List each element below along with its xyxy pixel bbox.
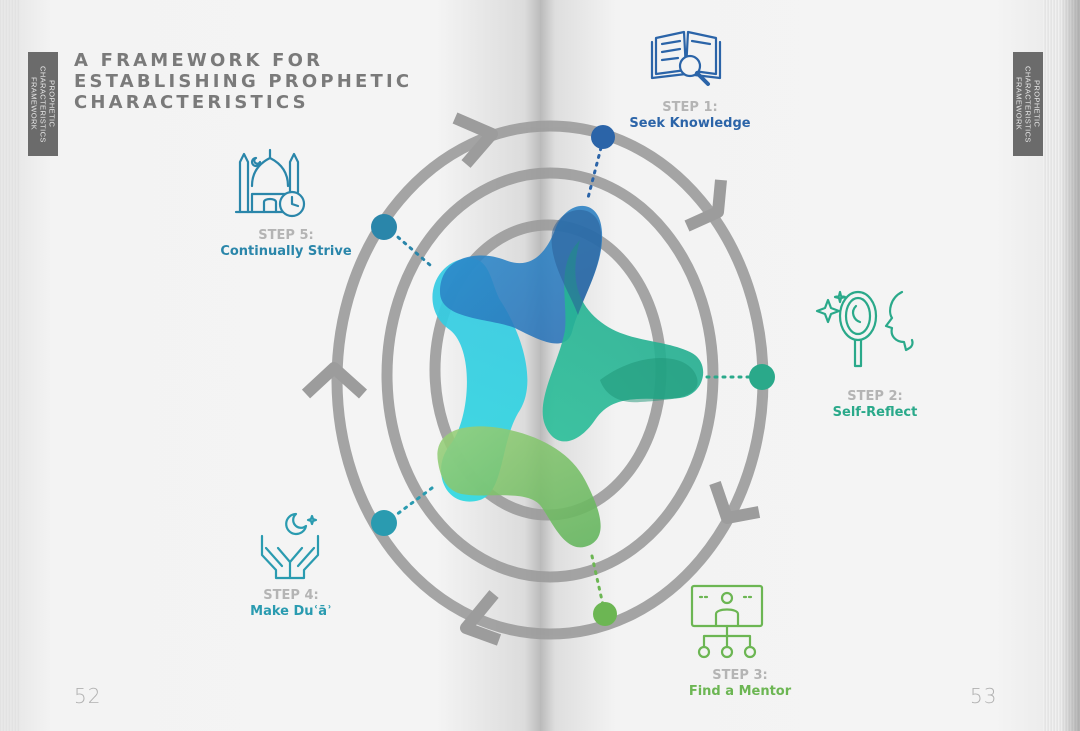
page-edges-right — [1043, 0, 1080, 731]
arrow-bottom — [460, 590, 502, 646]
star-overlap-dark — [551, 209, 602, 315]
side-tab-right-text: PROPHETIC CHARACTERISTICS FRAMEWORK — [1014, 65, 1042, 143]
connector-step-1 — [586, 138, 605, 200]
step-5-number: STEP 5: — [258, 228, 314, 243]
page-edges-left — [0, 0, 22, 731]
arrow-top-right — [684, 179, 727, 232]
step-4-number: STEP 4: — [263, 588, 319, 603]
step-4-name: Make Duʿāʾ — [250, 604, 332, 619]
side-tab-left-text: PROPHETIC CHARACTERISTICS FRAMEWORK — [29, 65, 57, 143]
step-5-label: STEP 5: Continually Strive — [196, 228, 376, 260]
node-step-2 — [749, 364, 775, 390]
step-1-name: Seek Knowledge — [629, 116, 751, 131]
arrow-top-left — [452, 112, 498, 168]
connectors — [390, 138, 754, 607]
title-line-1: A FRAMEWORK FOR — [74, 50, 324, 71]
page-number-right: 53 — [970, 684, 998, 708]
title-line-3: CHARACTERISTICS — [74, 92, 309, 113]
connector-step-4 — [390, 486, 434, 520]
mentor-presentation-icon — [690, 584, 764, 659]
connector-step-3 — [590, 554, 605, 607]
mirror-face-icon — [815, 290, 914, 368]
step-3-label: STEP 3: Find a Mentor — [670, 668, 810, 700]
node-step-3 — [593, 602, 617, 626]
node-step-4 — [371, 510, 397, 536]
step-1-label: STEP 1: Seek Knowledge — [620, 100, 760, 132]
step-2-number: STEP 2: — [847, 389, 903, 404]
star-symbol — [432, 205, 704, 548]
node-step-1 — [591, 125, 615, 149]
step-1-number: STEP 1: — [662, 100, 718, 115]
side-tab-right: PROPHETIC CHARACTERISTICS FRAMEWORK — [1013, 52, 1043, 156]
praying-hands-moon-icon — [260, 512, 320, 580]
star-overlap-teal — [600, 358, 698, 403]
page-title: A FRAMEWORK FOR ESTABLISHING PROPHETIC C… — [74, 50, 474, 113]
edge-shadow — [1060, 0, 1080, 731]
side-tab-left: PROPHETIC CHARACTERISTICS FRAMEWORK — [28, 52, 58, 156]
step-2-label: STEP 2: Self-Reflect — [800, 389, 950, 421]
title-line-2: ESTABLISHING PROPHETIC — [74, 71, 413, 92]
arrow-right-lower — [709, 481, 761, 524]
step-nodes — [371, 125, 775, 626]
page-number-left: 52 — [74, 684, 102, 708]
step-5-name: Continually Strive — [220, 244, 352, 259]
step-4-label: STEP 4: Make Duʿāʾ — [221, 588, 361, 620]
mosque-clock-icon — [234, 148, 306, 218]
step-3-number: STEP 3: — [712, 668, 768, 683]
node-step-5 — [371, 214, 397, 240]
cycle-arrows — [301, 112, 761, 646]
star-lobe-green — [437, 426, 601, 548]
step-3-name: Find a Mentor — [688, 684, 792, 699]
connector-step-5 — [390, 230, 432, 267]
open-book-magnifier-icon — [650, 30, 722, 86]
middle-ring — [381, 167, 719, 583]
step-2-name: Self-Reflect — [832, 405, 918, 420]
arrow-left — [301, 362, 368, 399]
